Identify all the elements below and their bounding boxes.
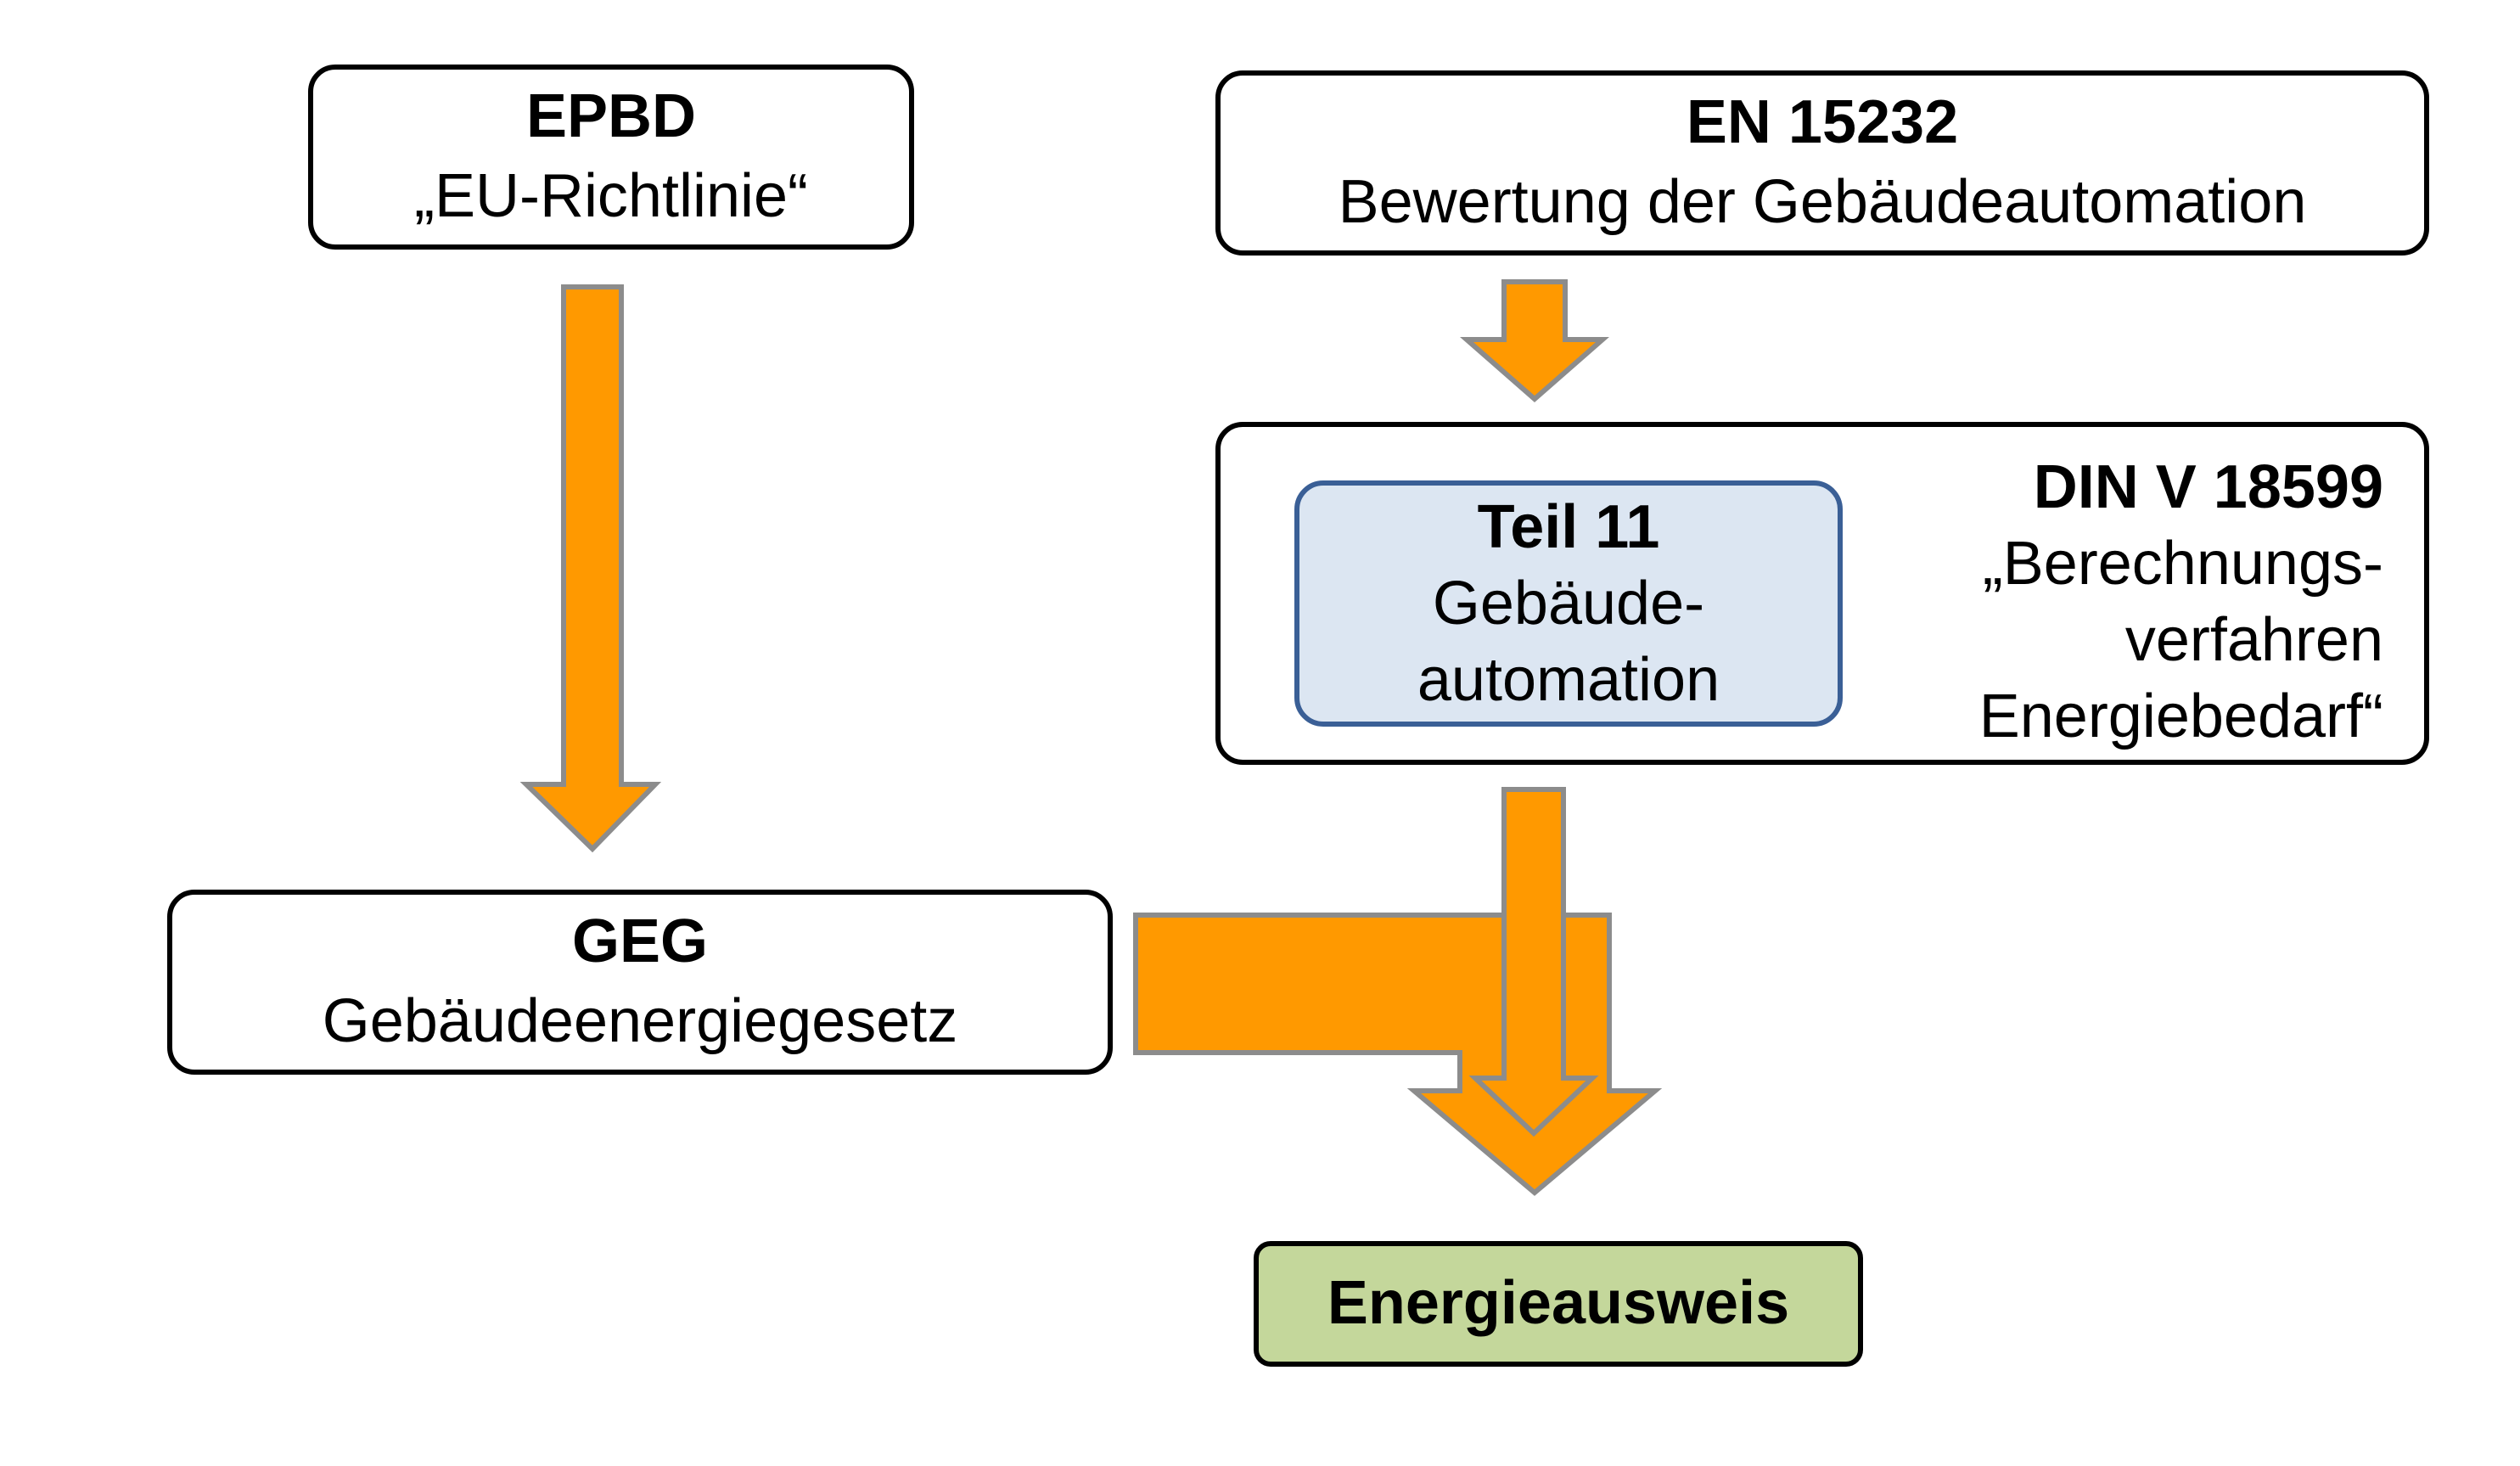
node-teil-11: Teil 11 Gebäude- automation xyxy=(1294,480,1843,727)
arrow-din-to-energieausweis xyxy=(1468,787,1599,1137)
node-epbd-subtitle: „EU-Richtlinie“ xyxy=(413,162,809,230)
node-epbd-title: EPBD xyxy=(525,82,697,151)
node-geg: GEG Gebäudeenergiegesetz xyxy=(167,890,1113,1075)
node-energieausweis-title: Energieausweis xyxy=(1327,1269,1790,1338)
node-din-line: verfahren xyxy=(2124,606,2383,674)
node-teil11-title: Teil 11 xyxy=(1477,493,1660,561)
node-en15232: EN 15232 Bewertung der Gebäudeautomation xyxy=(1215,70,2429,256)
node-epbd: EPBD „EU-Richtlinie“ xyxy=(308,65,914,250)
arrow-epbd-to-geg xyxy=(519,284,662,853)
node-energieausweis: Energieausweis xyxy=(1254,1241,1863,1367)
node-geg-title: GEG xyxy=(571,907,709,976)
node-teil11-line: Gebäude- xyxy=(1432,570,1705,638)
node-din-text: DIN V 18599 „Berechnungs- verfahren Ener… xyxy=(1979,449,2383,755)
arrow-en-to-din xyxy=(1460,279,1609,402)
node-en15232-subtitle: Bewertung der Gebäudeautomation xyxy=(1338,168,2307,236)
node-din-title: DIN V 18599 xyxy=(2033,453,2383,521)
arrow-geg-to-energieausweis xyxy=(1133,913,1663,1196)
node-teil11-line: automation xyxy=(1417,646,1720,714)
node-din-line: Energiebedarf“ xyxy=(1978,682,2383,750)
node-en15232-title: EN 15232 xyxy=(1686,88,1959,157)
node-geg-subtitle: Gebäudeenergiegesetz xyxy=(322,987,958,1055)
node-din-line: „Berechnungs- xyxy=(1982,530,2383,598)
